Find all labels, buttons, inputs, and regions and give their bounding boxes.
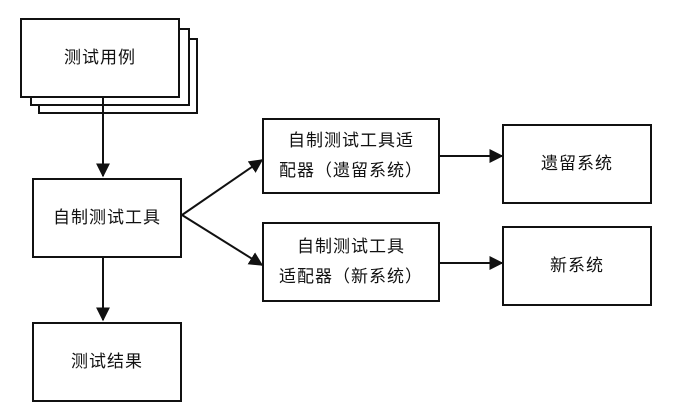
custom-tool-box: 自制测试工具	[32, 178, 182, 258]
arrow-tool-to-new-adapter	[181, 214, 264, 266]
legacy-adapter-label-line1: 自制测试工具适	[288, 131, 414, 151]
test-results-label: 测试结果	[71, 352, 143, 372]
test-cases-box: 测试用例	[20, 18, 180, 98]
arrow-tool-to-legacy-adapter	[181, 159, 264, 216]
new-adapter-label: 自制测试工具 适配器（新系统）	[279, 232, 423, 292]
new-system-box: 新系统	[502, 226, 652, 306]
new-adapter-box: 自制测试工具 适配器（新系统）	[262, 222, 440, 302]
legacy-system-label: 遗留系统	[541, 154, 613, 174]
new-adapter-label-line2: 适配器（新系统）	[279, 267, 423, 287]
test-results-box: 测试结果	[32, 322, 182, 402]
legacy-adapter-label: 自制测试工具适 配器（遗留系统）	[279, 126, 423, 186]
custom-tool-label: 自制测试工具	[53, 208, 161, 228]
legacy-adapter-label-line2: 配器（遗留系统）	[279, 161, 423, 181]
legacy-system-box: 遗留系统	[502, 124, 652, 204]
test-cases-label: 测试用例	[64, 48, 136, 68]
new-adapter-label-line1: 自制测试工具	[297, 237, 405, 257]
legacy-adapter-box: 自制测试工具适 配器（遗留系统）	[262, 118, 440, 194]
new-system-label: 新系统	[550, 256, 604, 276]
